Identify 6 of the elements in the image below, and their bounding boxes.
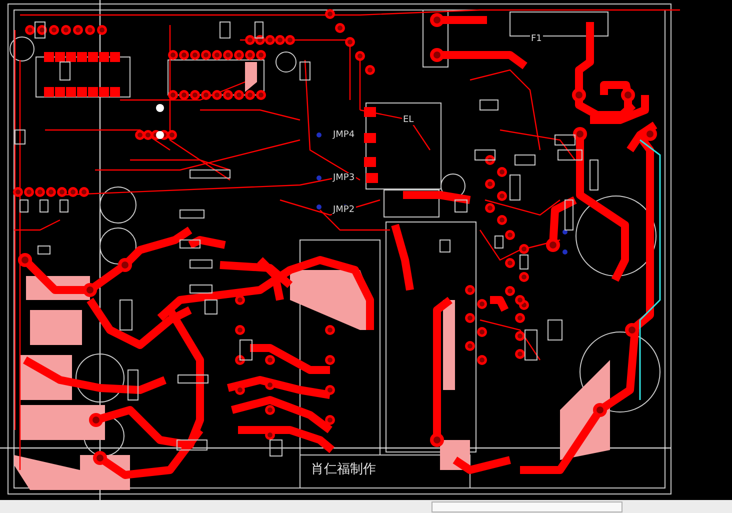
silkscreen-label: F1 — [530, 34, 543, 44]
silkscreen-label: JMP4 — [332, 130, 356, 140]
silkscreen-label: JMP2 — [332, 205, 356, 215]
silkscreen-label: JMP3 — [332, 173, 356, 183]
author-credit: 肖仁福制作 — [310, 462, 377, 477]
silkscreen-label: EL — [402, 115, 415, 125]
